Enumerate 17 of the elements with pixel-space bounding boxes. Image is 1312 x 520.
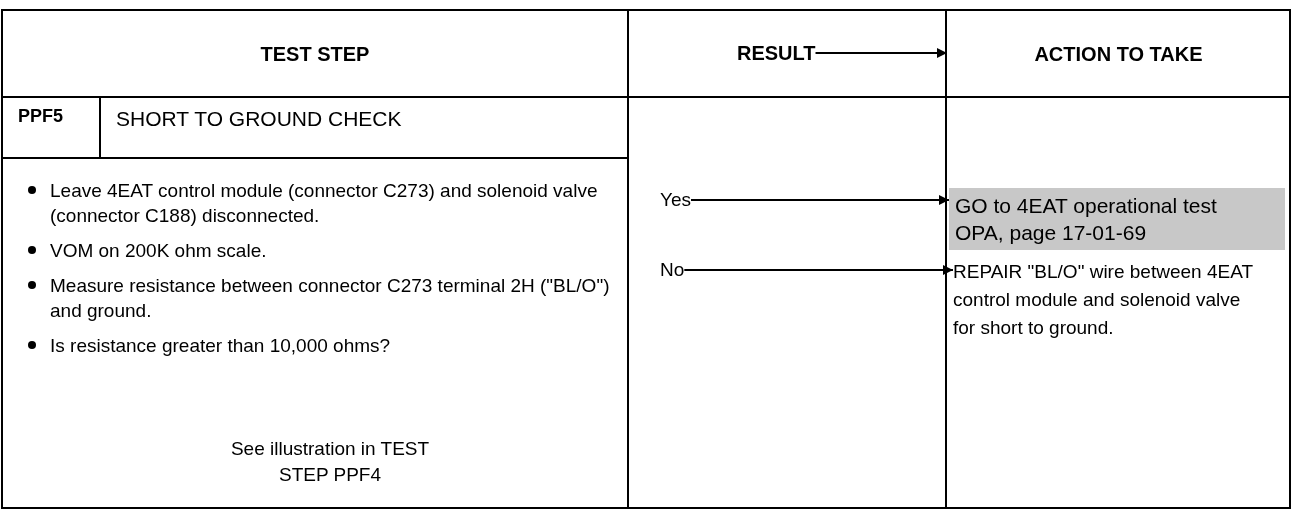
arrow	[683, 265, 954, 275]
column-header: RESULT	[737, 41, 816, 66]
instruction-text: Measure resistance between connector C273 terminal 2H ("BL/O") and ground.	[50, 274, 611, 323]
column-header: ACTION TO TAKE	[1034, 41, 1203, 67]
action-text: REPAIR "BL/O" wire between 4EAT control module and solenoid valve for short to ground.	[953, 260, 1254, 340]
result-text: Yes	[660, 188, 691, 212]
instruction-text: Is resistance greater than 10,000 ohms?	[50, 334, 391, 358]
reference-note: See illustration in TEST STEP PPF4	[230, 438, 430, 485]
step-title: SHORT TO GROUND CHECK	[116, 106, 403, 132]
action-text: GO to 4EAT operational test OPA, page 17-01-69	[955, 193, 1218, 246]
column-header: TEST STEP	[260, 41, 370, 67]
step-code: PPF5	[18, 105, 65, 128]
instruction-text: Leave 4EAT control module (connector C273) and solenoid valve (connector C188) disconnected.	[50, 179, 599, 228]
arrow	[690, 195, 950, 205]
result-text: No	[660, 258, 685, 282]
instruction-text: VOM on 200K ohm scale.	[50, 239, 267, 263]
arrow	[814, 48, 948, 58]
